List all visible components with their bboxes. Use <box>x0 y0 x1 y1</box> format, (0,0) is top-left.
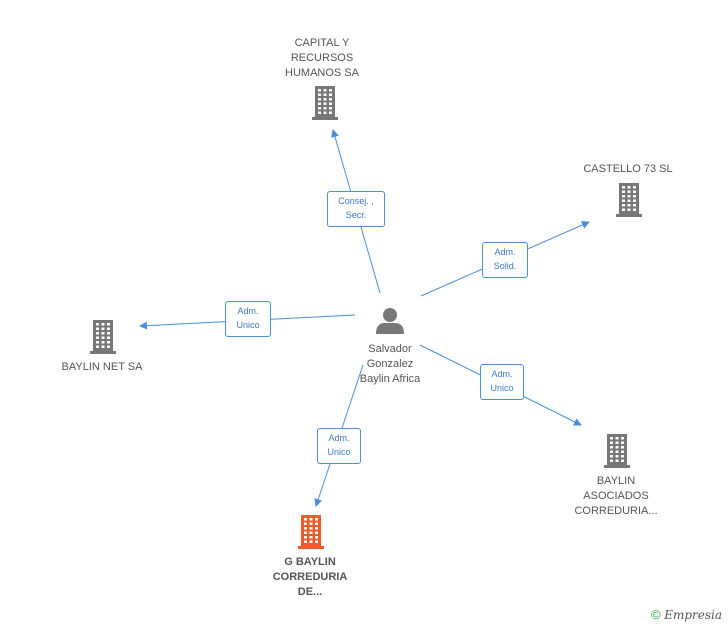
company-label-capital[interactable]: CAPITAL Y RECURSOS HUMANOS SA <box>262 36 382 81</box>
relation-badge-g-baylin[interactable]: Adm. Unico <box>317 428 361 464</box>
relation-badge-baylin-asociados[interactable]: Adm. Unico <box>480 364 524 400</box>
copyright-symbol: © <box>650 607 661 622</box>
relation-badge-line: Adm. <box>494 247 516 257</box>
relation-badge-line: Unico <box>327 447 351 457</box>
relation-badge-line: Adm. <box>491 369 513 379</box>
brand-logo-text: Empresia <box>664 608 722 622</box>
relation-badge-castello[interactable]: Adm. Solid. <box>482 242 528 278</box>
relation-badge-line: Solid. <box>493 261 517 271</box>
company-label-g-baylin-line: DE... <box>297 586 323 598</box>
building-icon-baylin-net[interactable] <box>90 320 116 354</box>
company-label-castello[interactable]: CASTELLO 73 SL <box>568 162 688 177</box>
relation-badge-capital[interactable]: Consej. , Secr. <box>327 191 385 227</box>
relation-badge-line: Adm. <box>237 306 259 316</box>
person-icon[interactable] <box>376 308 404 334</box>
relation-badge-line: Consej. , <box>338 196 374 206</box>
company-label-baylin-net[interactable]: BAYLIN NET SA <box>42 360 162 375</box>
company-label-capital-line: CAPITAL Y <box>294 37 350 49</box>
relation-badge-line: Unico <box>236 320 260 330</box>
person-label-line: Baylin Africa <box>359 373 421 385</box>
company-label-baylin-asociados-line: BAYLIN <box>596 475 636 487</box>
building-icon-castello[interactable] <box>616 183 642 217</box>
company-label-baylin-net-line: BAYLIN NET SA <box>61 361 143 373</box>
relation-badge-line: Adm. <box>328 433 350 443</box>
building-icon-g-baylin[interactable] <box>298 515 324 549</box>
company-label-castello-line: CASTELLO 73 SL <box>583 163 673 175</box>
company-label-capital-line: RECURSOS <box>290 52 354 64</box>
company-label-g-baylin-line: CORREDURIA <box>272 571 348 583</box>
building-icon-baylin-asociados[interactable] <box>604 434 630 468</box>
person-label-line: Salvador <box>368 343 412 355</box>
company-label-g-baylin-line: G BAYLIN <box>284 556 336 568</box>
company-label-capital-line: HUMANOS SA <box>285 67 359 79</box>
relation-badge-baylin-net[interactable]: Adm. Unico <box>225 301 271 337</box>
building-icon-capital[interactable] <box>312 86 338 120</box>
company-label-baylin-asociados-line: CORREDURIA... <box>574 505 658 517</box>
relation-badge-line: Secr. <box>345 210 367 220</box>
footer-brand: © Empresia <box>651 607 722 622</box>
relation-badge-line: Unico <box>490 383 514 393</box>
person-label-line: Gonzalez <box>366 358 414 370</box>
company-label-baylin-asociados[interactable]: BAYLIN ASOCIADOS CORREDURIA... <box>556 474 676 519</box>
company-label-baylin-asociados-line: ASOCIADOS <box>583 490 649 502</box>
company-label-g-baylin[interactable]: G BAYLIN CORREDURIA DE... <box>250 555 370 600</box>
